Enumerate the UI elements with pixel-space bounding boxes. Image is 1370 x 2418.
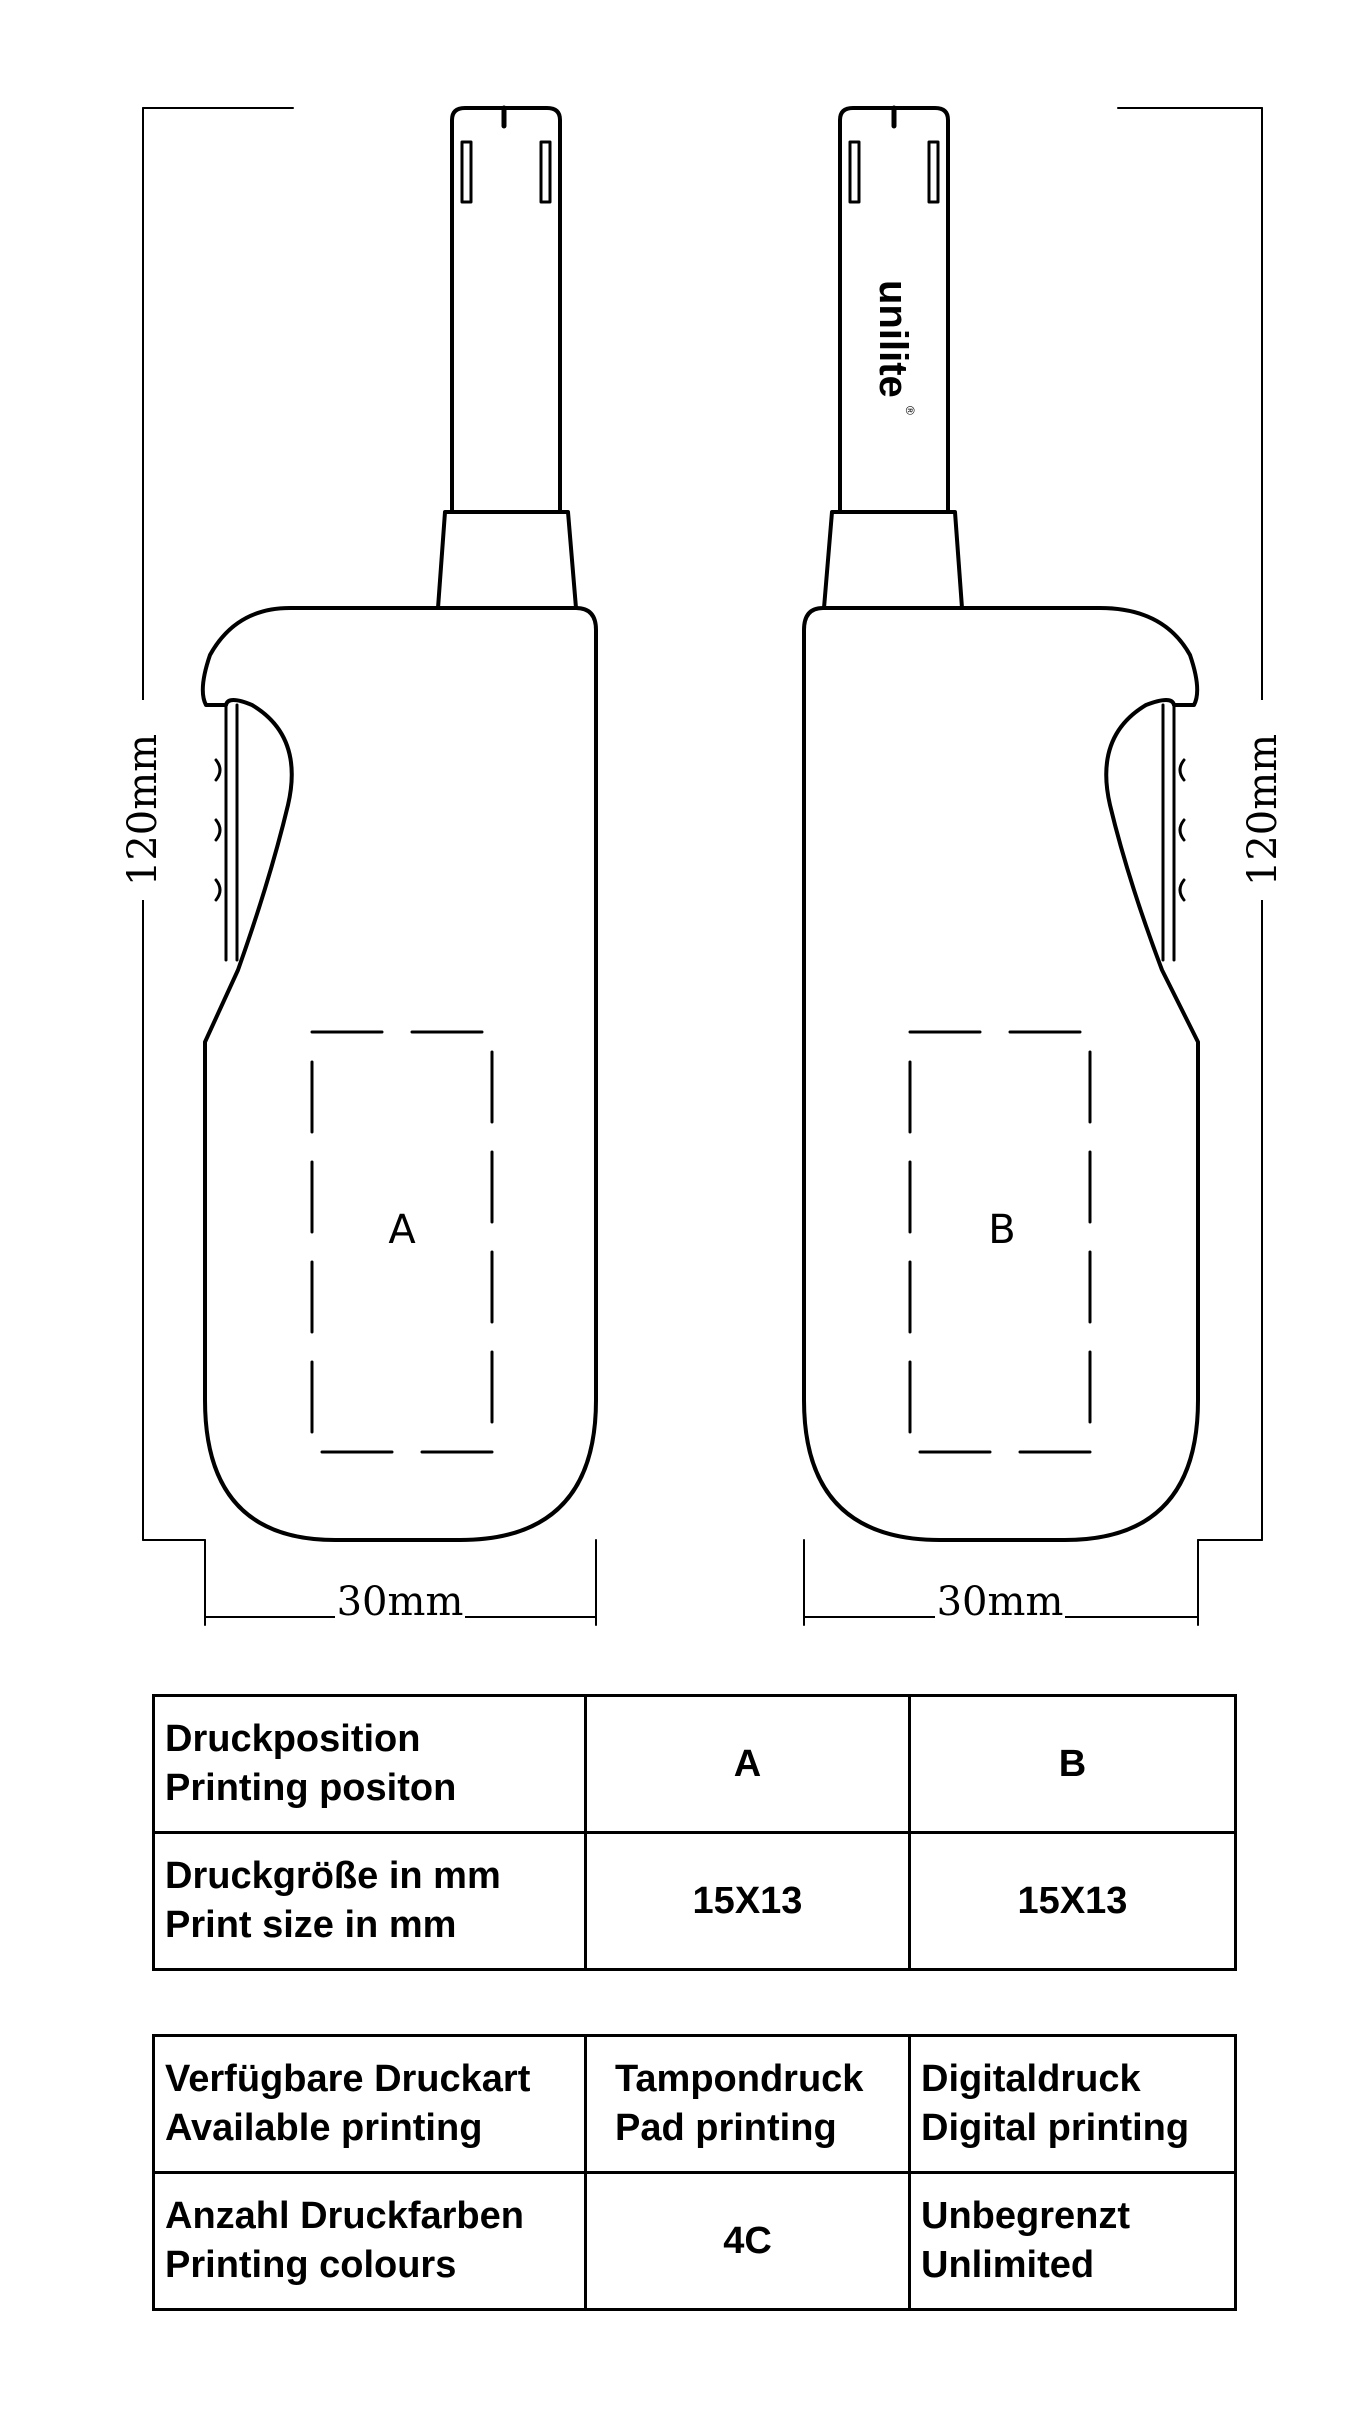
left-collar xyxy=(436,510,578,610)
position-a-cell: A xyxy=(584,1694,911,1834)
method-de: Digitaldruck xyxy=(921,2058,1141,2101)
colours-en: Unlimited xyxy=(921,2244,1095,2286)
left-nozzle xyxy=(450,106,562,514)
registered-mark: ® xyxy=(903,406,917,415)
label-en: Available printing xyxy=(165,2107,483,2149)
colours-a-cell: 4C xyxy=(584,2171,911,2311)
method-en: Pad printing xyxy=(615,2107,837,2149)
left-body-outline xyxy=(200,606,598,1542)
right-width-dimension: 30mm xyxy=(937,1579,1064,1625)
label-de: Verfügbare Druckart xyxy=(165,2058,531,2101)
left-lighter xyxy=(200,105,598,1542)
method-en: Digital printing xyxy=(921,2107,1190,2149)
label-de: Anzahl Druckfarben xyxy=(165,2195,524,2238)
right-collar xyxy=(822,510,964,610)
label-en: Printing colours xyxy=(165,2244,457,2286)
right-zone-label: B xyxy=(988,1207,1015,1253)
method-de: Tampondruck xyxy=(615,2058,864,2101)
left-zone-label: A xyxy=(388,1207,416,1253)
right-trigger-slot xyxy=(1161,703,1176,962)
position-b-cell: B xyxy=(908,1694,1237,1834)
right-height-dimension: 120mm xyxy=(1240,734,1286,886)
right-body-outline xyxy=(802,606,1200,1542)
left-trigger-slot xyxy=(224,703,239,962)
left-dimensions xyxy=(142,107,597,1626)
size-b-cell: 15X13 xyxy=(908,1831,1237,1971)
brand-logo-text: unilite xyxy=(871,280,915,398)
left-height-dimension: 120mm xyxy=(120,734,166,886)
label-en: Printing positon xyxy=(165,1767,457,1809)
row-label: Druckgröße in mm Print size in mm xyxy=(152,1831,587,1971)
table-row: Druckgröße in mm Print size in mm 15X13 1… xyxy=(152,1831,1237,1971)
label-de: Druckgröße in mm xyxy=(165,1855,501,1898)
colours-de: Unbegrenzt xyxy=(921,2195,1130,2238)
left-width-dimension: 30mm xyxy=(337,1579,464,1625)
label-de: Druckposition xyxy=(165,1718,421,1761)
right-lighter xyxy=(802,105,1200,1542)
size-a-cell: 15X13 xyxy=(584,1831,911,1971)
label-en: Print size in mm xyxy=(165,1904,457,1946)
technical-drawing: 120mm 30mm A 120mm 30mm B unilite ® xyxy=(120,105,1286,1626)
